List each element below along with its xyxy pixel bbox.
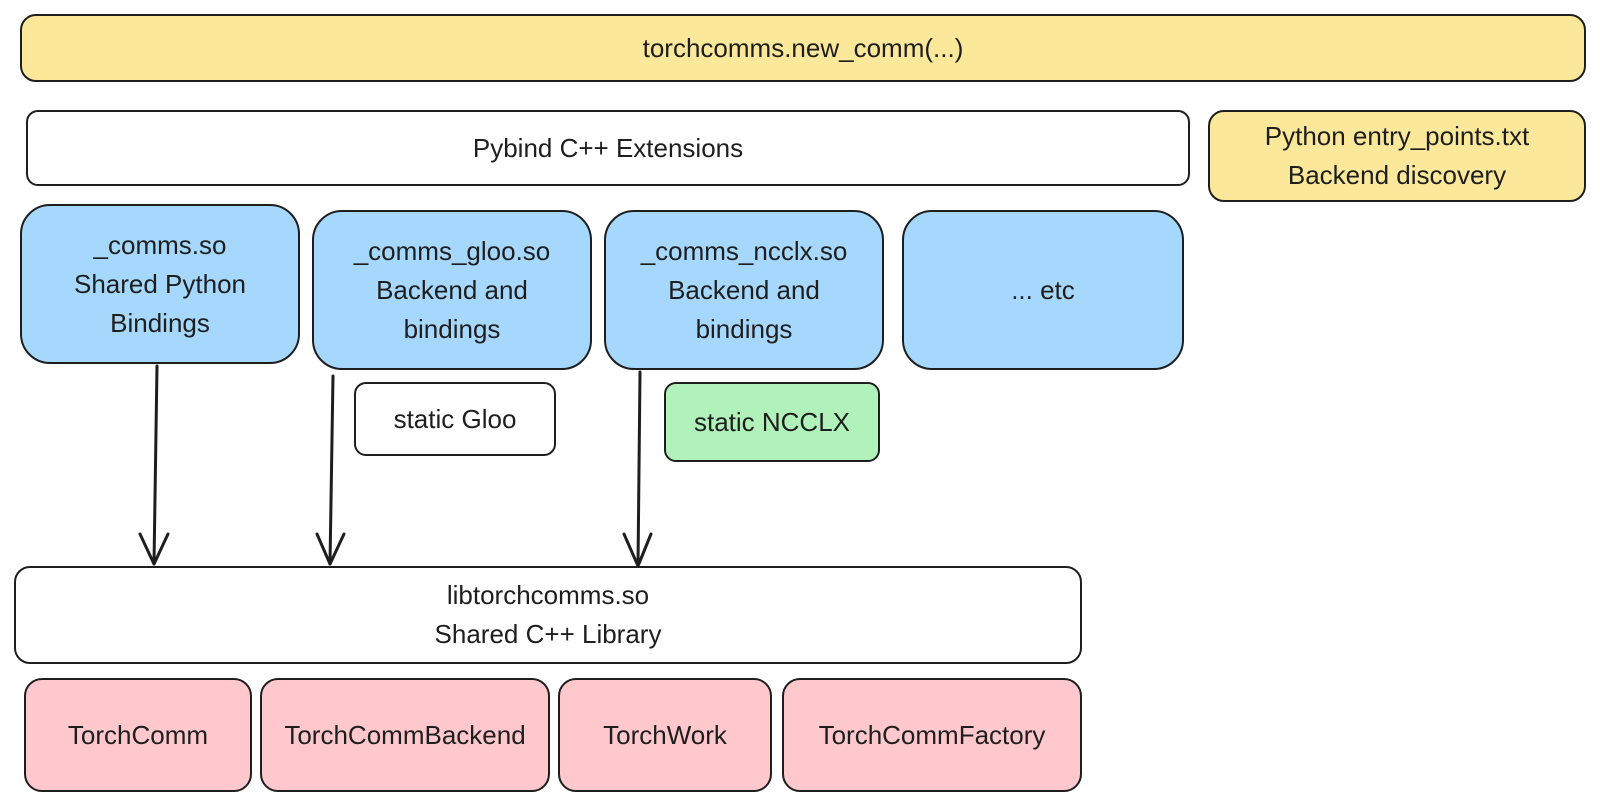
torchcommfactory-label: TorchCommFactory xyxy=(818,719,1046,750)
comms-so-box: _comms.so Shared Python Bindings xyxy=(20,204,300,364)
entry-points-line: Backend discovery xyxy=(1287,160,1507,190)
static-gloo-label: static Gloo xyxy=(393,403,517,434)
torchcommfactory-class-box: TorchCommFactory xyxy=(782,678,1082,792)
libtorchcomms-line: Shared C++ Library xyxy=(434,619,662,649)
static-ncclx-box: static NCCLX xyxy=(664,382,880,462)
arrow-comms-to-lib xyxy=(138,364,170,566)
etc-label: ... etc xyxy=(1011,274,1075,305)
comms-gloo-line: Backend and xyxy=(376,274,528,305)
new-comm-label: torchcomms.new_comm(...) xyxy=(642,32,964,63)
comms-so-line: Bindings xyxy=(110,307,210,338)
arrow-gloo-to-lib xyxy=(315,374,346,566)
pybind-extensions-box: Pybind C++ Extensions xyxy=(26,110,1190,186)
entry-points-line: Python entry_points.txt xyxy=(1264,121,1530,151)
comms-ncclx-so-box: _comms_ncclx.so Backend and bindings xyxy=(604,210,884,370)
comms-ncclx-line: bindings xyxy=(695,313,793,344)
torchwork-class-box: TorchWork xyxy=(558,678,772,792)
pybind-extensions-label: Pybind C++ Extensions xyxy=(472,132,744,163)
torchwork-label: TorchWork xyxy=(603,719,727,750)
torchcomm-label: TorchComm xyxy=(67,719,209,750)
comms-so-line: Shared Python xyxy=(73,268,246,299)
comms-gloo-so-box: _comms_gloo.so Backend and bindings xyxy=(312,210,592,370)
comms-so-line: _comms.so xyxy=(93,229,227,260)
torchcommbackend-label: TorchCommBackend xyxy=(284,719,526,750)
libtorchcomms-box: libtorchcomms.so Shared C++ Library xyxy=(14,566,1082,664)
comms-ncclx-line: _comms_ncclx.so xyxy=(640,235,848,266)
comms-gloo-line: bindings xyxy=(403,313,501,344)
entry-points-box: Python entry_points.txt Backend discover… xyxy=(1208,110,1586,202)
static-gloo-box: static Gloo xyxy=(354,382,556,456)
static-ncclx-label: static NCCLX xyxy=(693,406,851,437)
new-comm-entry-box: torchcomms.new_comm(...) xyxy=(20,14,1586,82)
comms-gloo-line: _comms_gloo.so xyxy=(353,235,551,266)
torchcomm-class-box: TorchComm xyxy=(24,678,252,792)
libtorchcomms-line: libtorchcomms.so xyxy=(446,580,650,610)
comms-ncclx-line: Backend and xyxy=(668,274,820,305)
torchcommbackend-class-box: TorchCommBackend xyxy=(260,678,550,792)
etc-box: ... etc xyxy=(902,210,1184,370)
arrow-ncclx-to-lib xyxy=(622,370,653,568)
